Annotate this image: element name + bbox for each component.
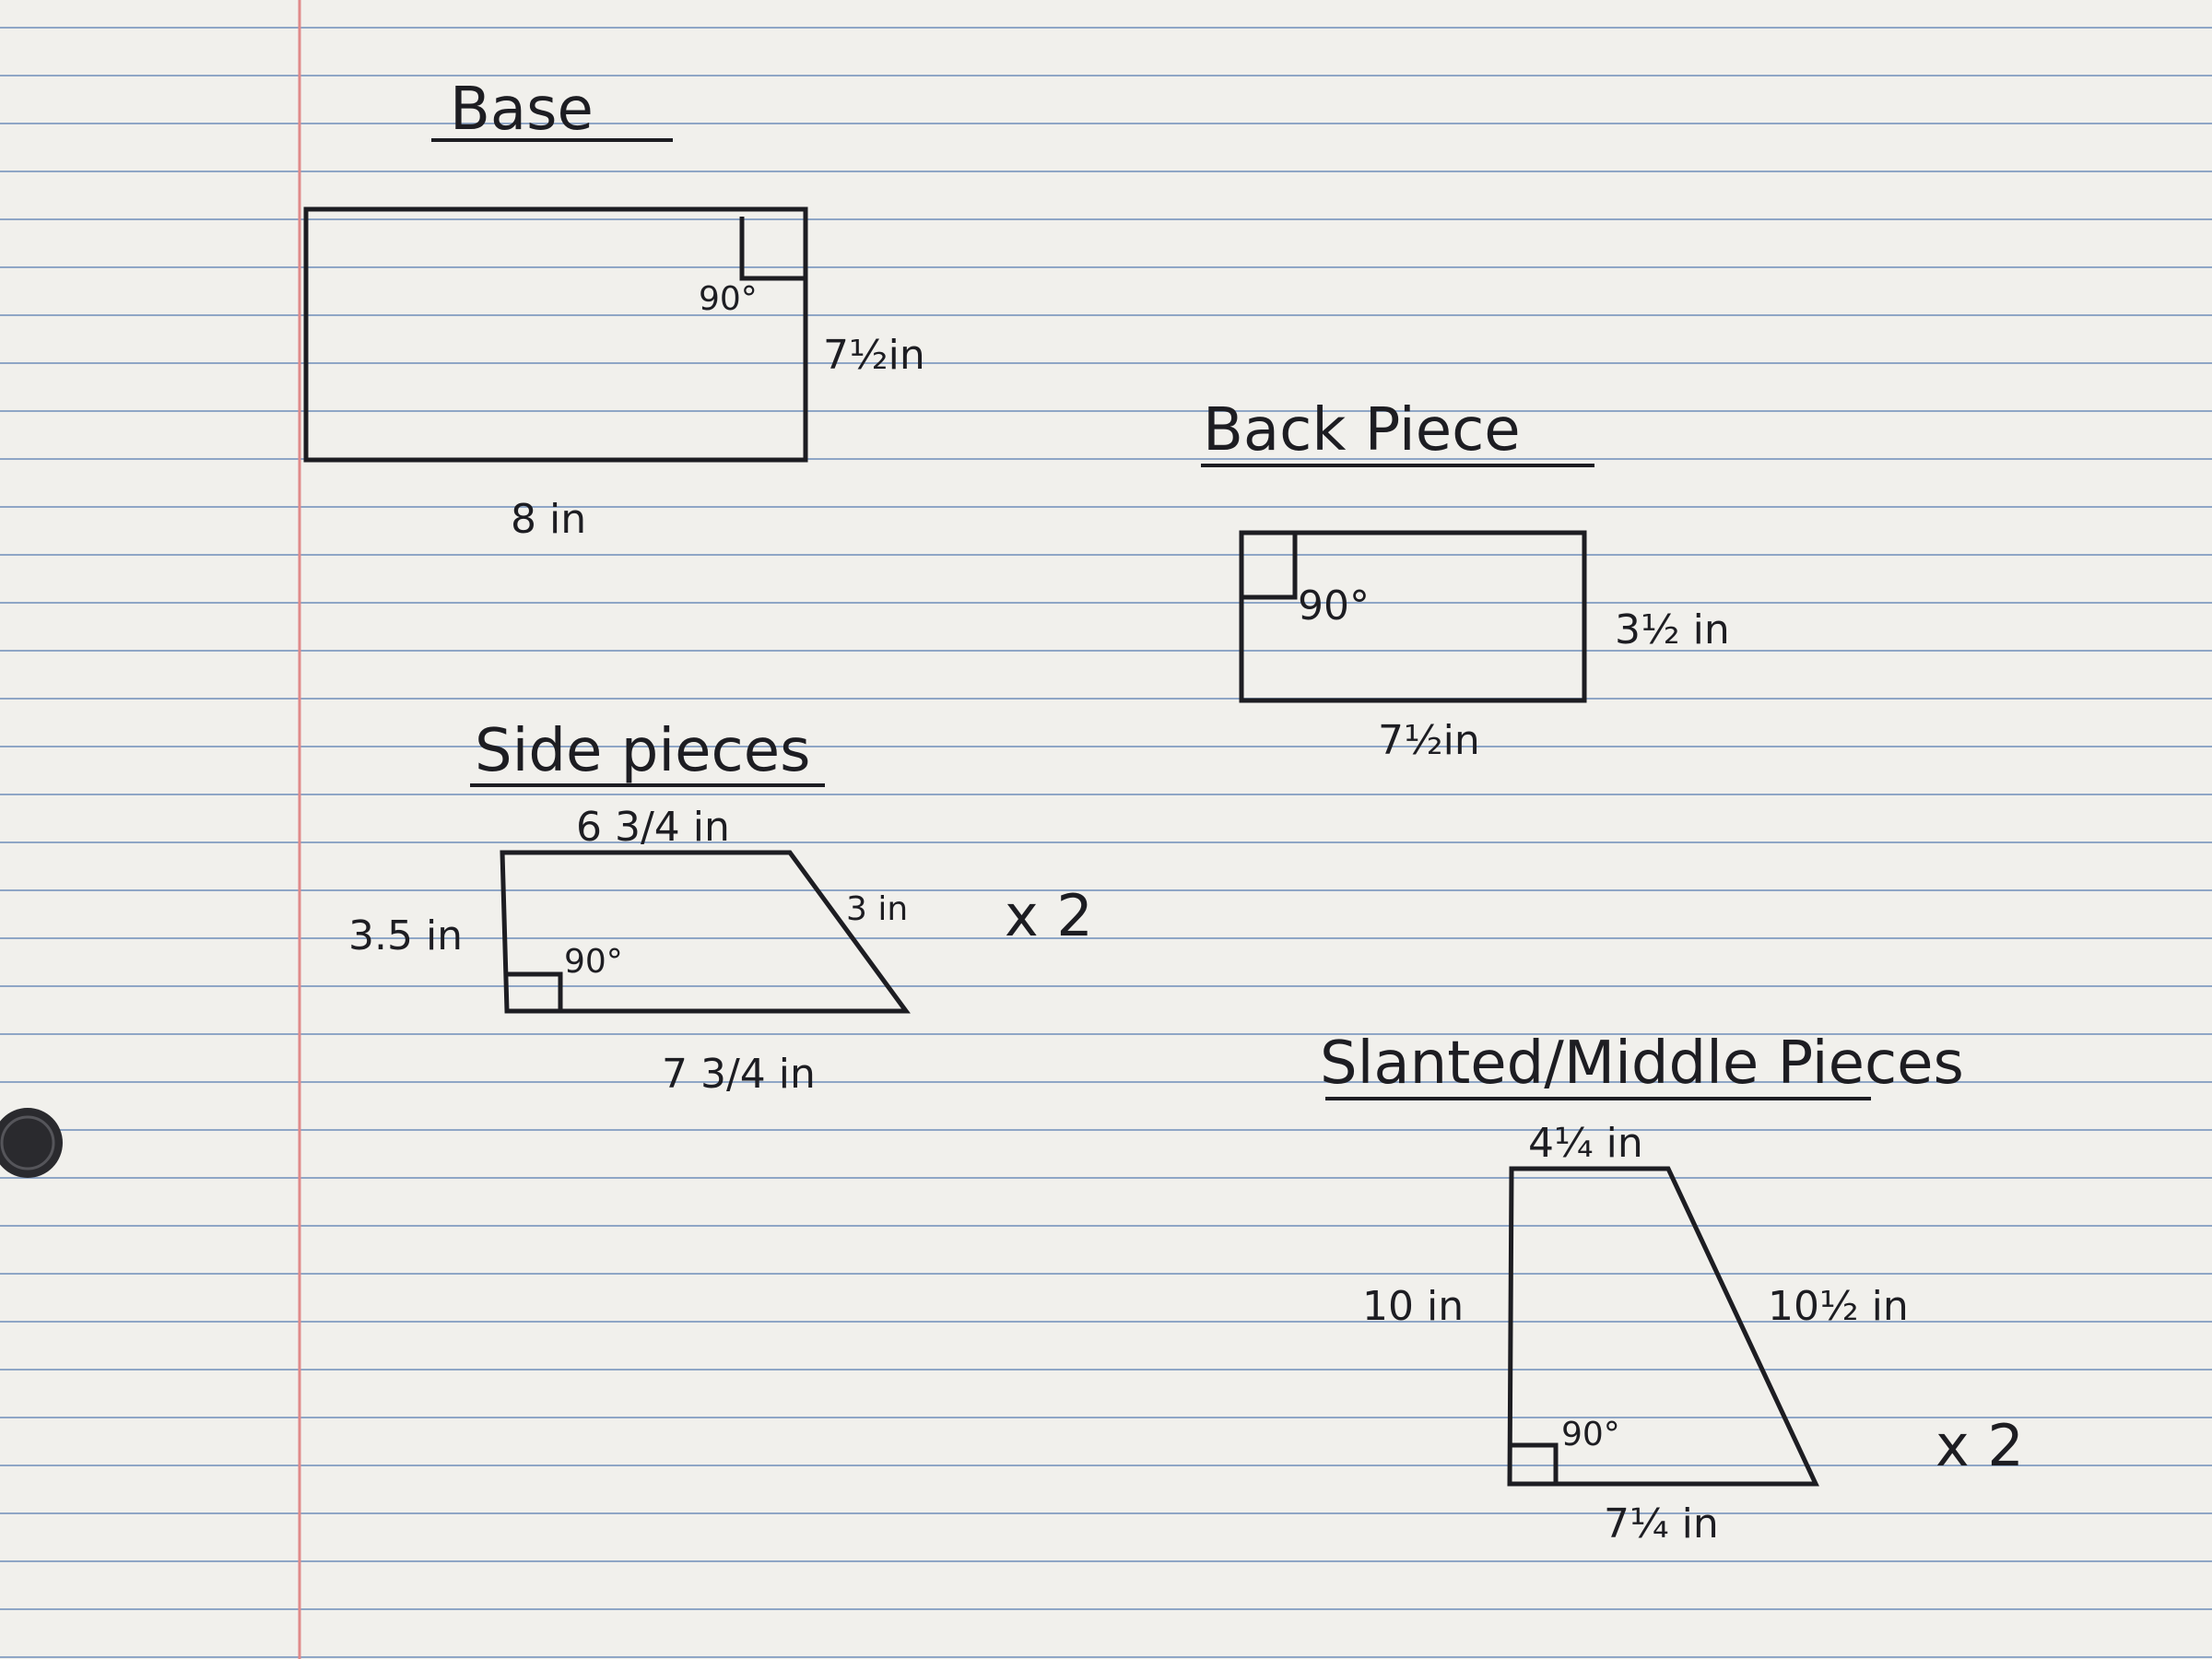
binder-hole-ring bbox=[0, 1115, 55, 1171]
slanted-pieces-drawing: Slanted/Middle Pieces 4¼ in 10 in 10½ in… bbox=[1320, 1030, 2024, 1547]
slanted-piece-top-label: 4¼ in bbox=[1528, 1120, 1643, 1167]
slanted-piece-left-label: 10 in bbox=[1362, 1283, 1464, 1330]
base-right-angle-mark bbox=[739, 217, 806, 281]
base-drawing: Base 90° 7½in 8 in bbox=[303, 76, 925, 543]
base-title: Base bbox=[450, 76, 594, 144]
back-piece-height-label: 3½ in bbox=[1615, 606, 1730, 653]
side-pieces-drawing: Side pieces 6 3/4 in 3.5 in 3 in 90° 7 3… bbox=[348, 717, 1093, 1098]
back-piece-width-label: 7½in bbox=[1378, 717, 1480, 764]
slanted-pieces-title: Slanted/Middle Pieces bbox=[1320, 1030, 1964, 1098]
side-piece-trapezoid bbox=[500, 850, 911, 1014]
side-piece-left-label: 3.5 in bbox=[348, 912, 463, 959]
back-piece-drawing: Back Piece 90° 3½ in 7½in bbox=[1201, 396, 1730, 764]
side-piece-multiplier: x 2 bbox=[1005, 882, 1093, 949]
base-height-label: 7½in bbox=[823, 332, 925, 379]
slanted-piece-multiplier: x 2 bbox=[1936, 1412, 2024, 1479]
ruled-lines bbox=[0, 27, 2212, 1658]
side-piece-top-label: 6 3/4 in bbox=[576, 804, 730, 851]
side-piece-angle-label: 90° bbox=[564, 943, 623, 981]
side-piece-bottom-label: 7 3/4 in bbox=[662, 1051, 816, 1098]
back-piece-angle-label: 90° bbox=[1298, 582, 1370, 629]
slanted-piece-slant-label: 10½ in bbox=[1768, 1283, 1909, 1330]
back-piece-right-angle-mark bbox=[1241, 533, 1298, 600]
slanted-piece-trapezoid bbox=[1507, 1166, 1819, 1487]
base-angle-label: 90° bbox=[699, 280, 758, 318]
slanted-piece-bottom-label: 7¼ in bbox=[1604, 1500, 1719, 1547]
side-piece-slant-label: 3 in bbox=[846, 890, 908, 928]
base-width-label: 8 in bbox=[511, 496, 586, 543]
base-rectangle bbox=[303, 206, 808, 463]
side-piece-right-angle-mark bbox=[507, 971, 563, 1011]
slanted-piece-angle-label: 90° bbox=[1561, 1416, 1620, 1453]
side-pieces-title: Side pieces bbox=[475, 717, 810, 785]
back-piece-rectangle bbox=[1239, 530, 1587, 703]
slanted-piece-right-angle-mark bbox=[1510, 1442, 1559, 1484]
back-piece-title: Back Piece bbox=[1203, 396, 1521, 465]
